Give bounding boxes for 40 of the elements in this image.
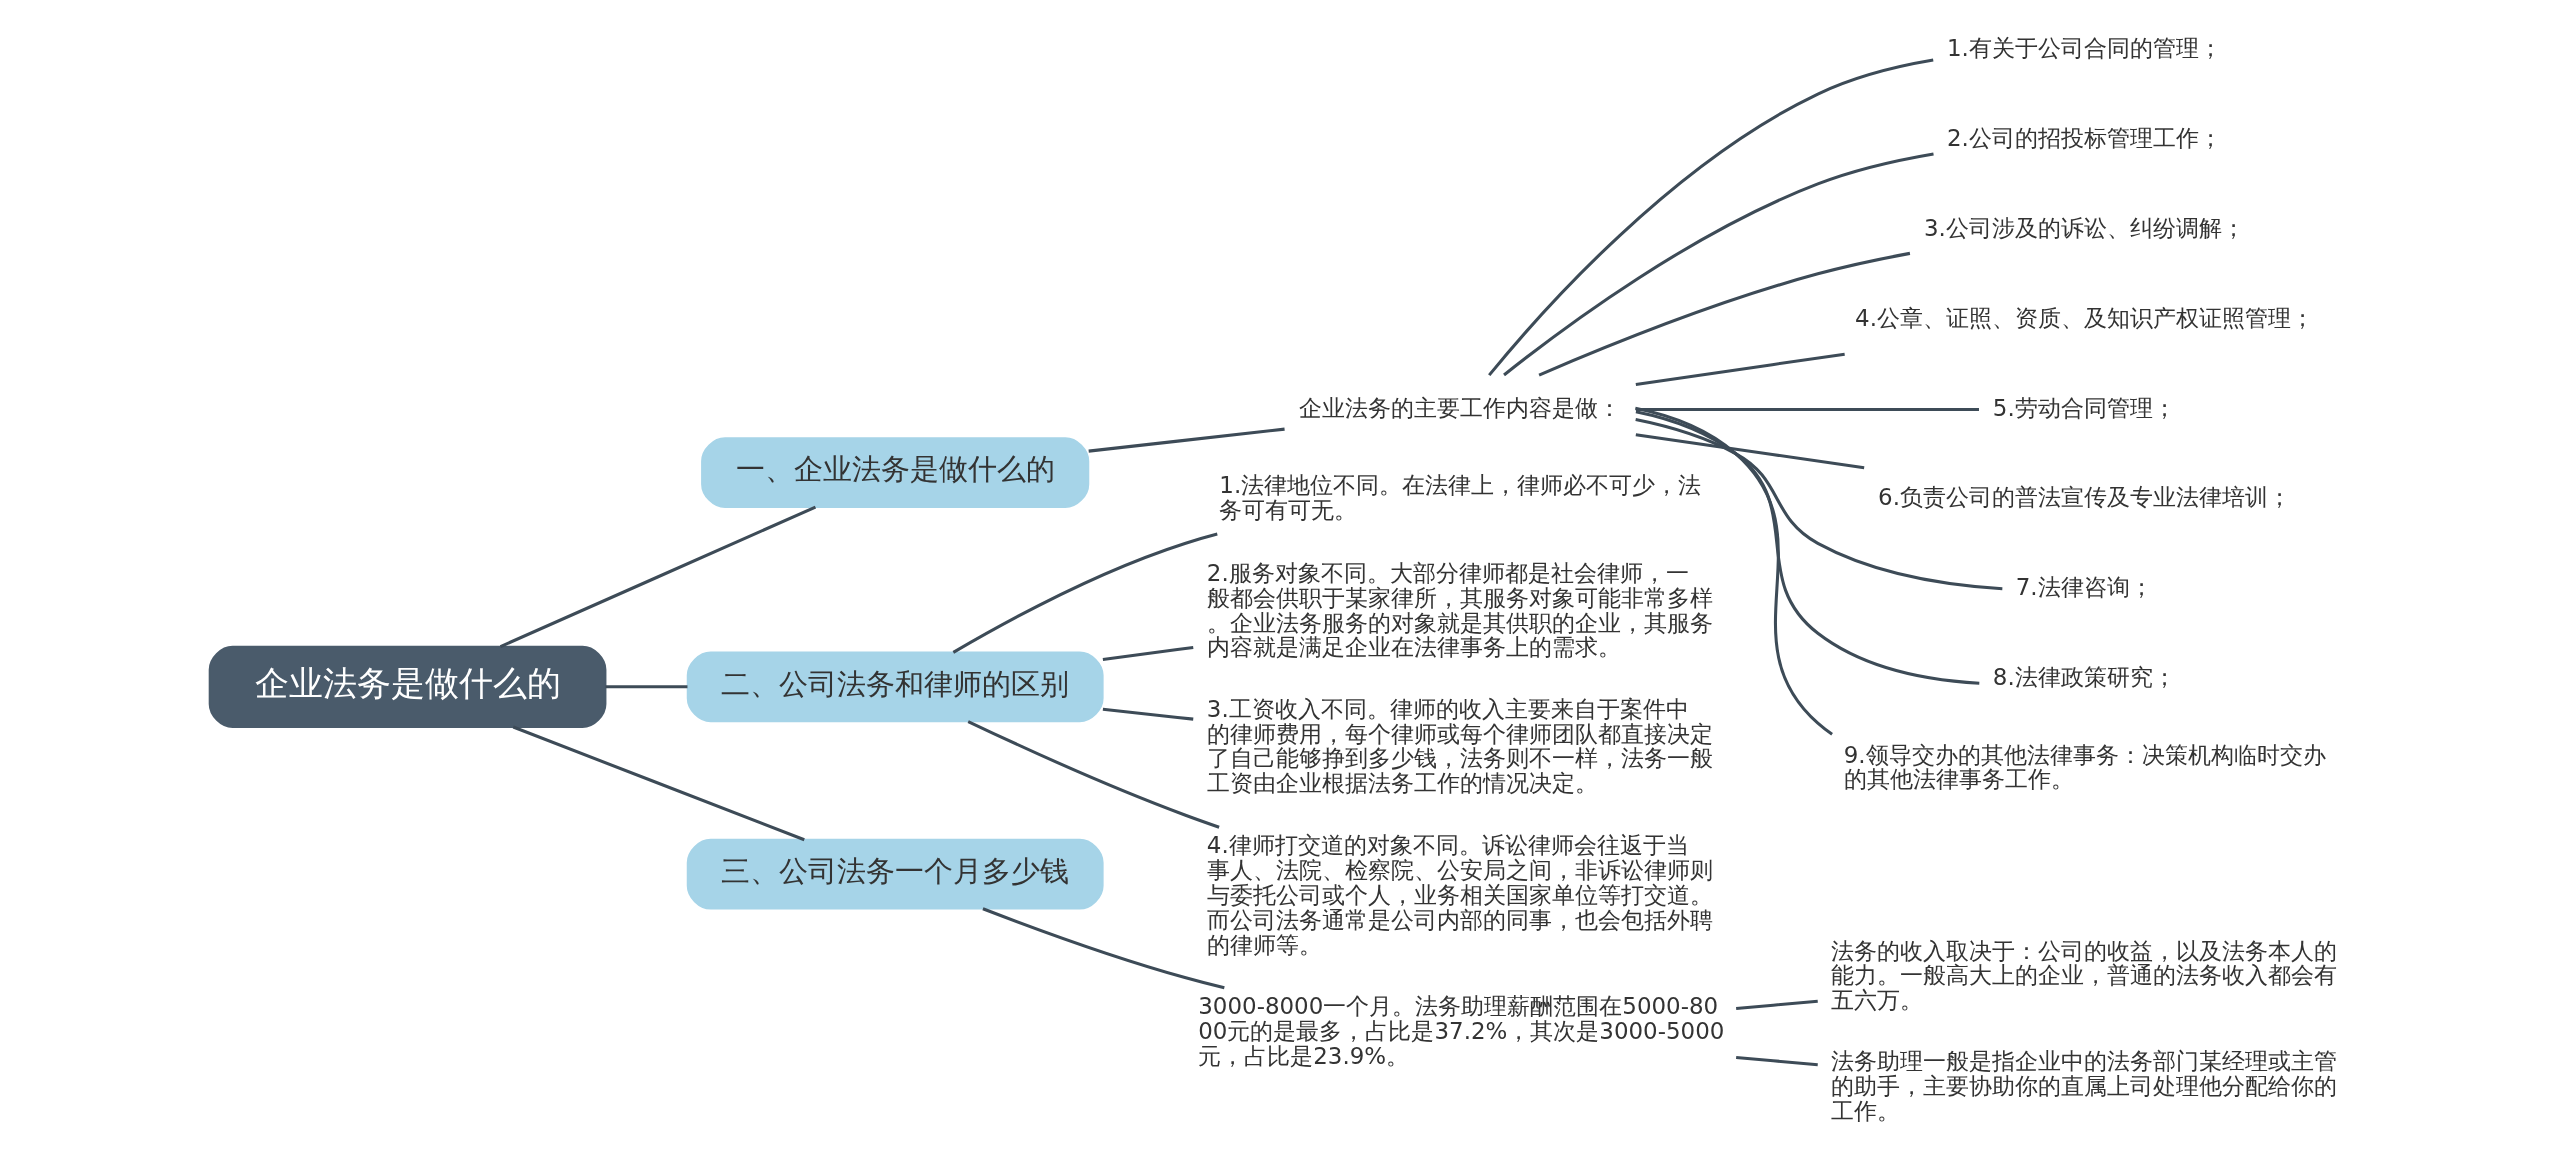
connector	[1537, 251, 1910, 377]
node-text: 3.工资收入不同。律师的收入主要来自于案件中的律师费用，每个律师或每个律师团队都直接决定了自己能够挣到多少钱，法务则不一样，法务一般工资由企业根据法务工作的情况决定。	[1206, 695, 1713, 797]
node-text: 7.法律咨询；	[2015, 574, 2153, 601]
connector	[981, 907, 1225, 990]
connector	[1735, 1055, 1818, 1067]
connector	[1634, 406, 1833, 736]
node-text: 1.法律地位不同。在法律上，律师必不可少，法务可有可无。	[1218, 471, 1701, 523]
connector	[1102, 707, 1193, 721]
connector	[967, 720, 1220, 829]
connector	[1635, 433, 1864, 470]
connector	[1635, 410, 1979, 685]
node-box: 一、企业法务是做什么的	[700, 437, 1089, 509]
node-text: 2.服务对象不同。大部分律师都是社会律师，一般都会供职于某家律所，其服务对象可能非常多样。企业法务服务的对象就是其供职的企业，其服务内容就是满足企业在法律事务上的需求。	[1206, 559, 1713, 661]
connector	[605, 685, 687, 689]
node-text: 9.领导交办的其他法律事务：决策机构临时交办的其他法律事务工作。	[1843, 741, 2326, 793]
node-box: 二、公司法务和律师的区别	[686, 651, 1104, 723]
node-text: 1.有关于公司合同的管理；	[1946, 35, 2222, 61]
node-text: 5.劳动合同管理；	[1992, 394, 2176, 421]
connector	[1088, 427, 1285, 453]
connector	[499, 505, 816, 648]
connector	[512, 725, 805, 842]
node-text: 3000-8000一个月。法务助理薪酬范围在5000-8000元的是最多，占比是37.2%，其次是3000-5000元，占比是23.9%。	[1197, 993, 1724, 1069]
node-text: 2.公司的招投标管理工作；	[1946, 124, 2222, 151]
node-text: 4.公章、证照、资质、及知识产权证照管理；	[1854, 304, 2314, 331]
node-text: 企业法务的主要工作内容是做：	[1298, 394, 1621, 421]
node-text: 法务助理一般是指企业中的法务部门某经理或主管的助手，主要协助你的直属上司处理他分配给你的工作。	[1830, 1048, 2337, 1125]
node-text: 6.负责公司的普法宣传及专业法律培训；	[1877, 484, 2291, 511]
connector	[1735, 999, 1818, 1010]
connector	[1634, 418, 2002, 591]
connector	[1487, 58, 1933, 377]
node-text: 8.法律政策研究；	[1992, 664, 2176, 691]
connector	[952, 532, 1218, 654]
node-box: 企业法务是做什么的	[208, 645, 606, 728]
node-text: 法务的收入取决于：公司的收益，以及法务本人的能力。一般高大上的企业，普通的法务收入都会有五六万。	[1830, 937, 2337, 1014]
node-box: 三、公司法务一个月多少钱	[686, 838, 1104, 910]
node-text: 3.公司涉及的诉讼、纠纷调解；	[1923, 214, 2245, 241]
connector	[1502, 152, 1934, 377]
connector	[1102, 645, 1193, 661]
node-text: 4.律师打交道的对象不同。诉讼律师会往返于当事人、法院、检察院、公安局之间，非诉讼律师则与委托公司或个人，业务相关国家单位等打交道。而公司法务通常是公司内部的同事，也会包括外聘的律师等。	[1206, 832, 1713, 958]
connector	[1635, 352, 1845, 386]
